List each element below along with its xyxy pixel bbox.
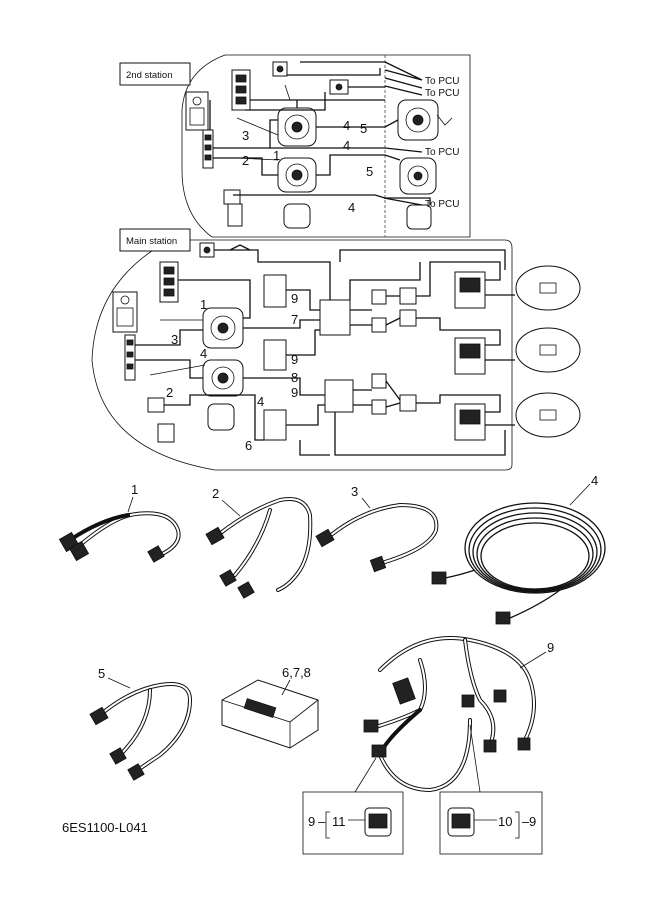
- callout-1-main: 1: [200, 297, 207, 312]
- callout-8-main: 8: [291, 370, 298, 385]
- part-1-label: 1: [131, 482, 138, 497]
- svg-text:–: –: [318, 814, 326, 829]
- part-9-label: 9: [547, 640, 554, 655]
- to-pcu-label-2: To PCU: [425, 88, 459, 99]
- second-station-label-box: [119, 62, 191, 86]
- drawing-code: 6ES1100-L041: [62, 820, 148, 835]
- inset-right: 10 – 9: [439, 791, 543, 855]
- callout-4-main-a: 4: [200, 346, 207, 361]
- part-1-harness: 1: [58, 482, 181, 563]
- callout-1-upper: 1: [273, 148, 280, 163]
- callout-4-upper-b: 4: [343, 138, 350, 153]
- part-5-harness: 5: [89, 666, 193, 781]
- main-station-label: Main station: [126, 236, 177, 247]
- callout-4-upper-a: 4: [343, 118, 350, 133]
- part-2-harness: 2: [205, 486, 313, 599]
- part-9-harness: 9: [354, 636, 554, 793]
- part-4-label: 4: [591, 473, 598, 488]
- to-pcu-label-1: To PCU: [425, 76, 459, 87]
- callout-2-main: 2: [166, 385, 173, 400]
- part-6-7-8-label: 6,7,8: [282, 665, 311, 680]
- callout-9-main-b: 9: [291, 352, 298, 367]
- main-station-region: Main station: [91, 228, 581, 471]
- callout-9-main-c: 9: [291, 385, 298, 400]
- callout-5-upper-a: 5: [360, 121, 367, 136]
- callout-7-main: 7: [291, 312, 298, 327]
- second-station-region: 2nd station: [119, 54, 471, 238]
- part-4-cable-coil: 4: [431, 473, 606, 625]
- callout-2-upper: 2: [242, 153, 249, 168]
- part-6-7-8-module: 6,7,8: [221, 665, 319, 749]
- callout-4-main-b: 4: [257, 394, 264, 409]
- part-5-label: 5: [98, 666, 105, 681]
- inset-left-num: 11: [332, 814, 346, 829]
- callout-3-upper: 3: [242, 128, 249, 143]
- to-pcu-label-4: To PCU: [425, 199, 459, 210]
- callout-5-upper-b: 5: [366, 164, 373, 179]
- callout-3-main: 3: [171, 332, 178, 347]
- inset-right-ref: 9: [529, 814, 536, 829]
- second-station-label: 2nd station: [126, 70, 172, 81]
- callout-6-main: 6: [245, 438, 252, 453]
- callout-4-upper-c: 4: [348, 200, 355, 215]
- main-station-label-box: [119, 228, 191, 252]
- svg-text:–: –: [522, 814, 530, 829]
- inset-right-num: 10: [498, 814, 512, 829]
- part-3-label: 3: [351, 484, 358, 499]
- part-2-label: 2: [212, 486, 219, 501]
- inset-left: 9 – 11: [302, 791, 404, 855]
- callout-9-main-a: 9: [291, 291, 298, 306]
- to-pcu-label-3: To PCU: [425, 147, 459, 158]
- part-3-harness: 3: [315, 484, 439, 573]
- inset-left-ref: 9: [308, 814, 315, 829]
